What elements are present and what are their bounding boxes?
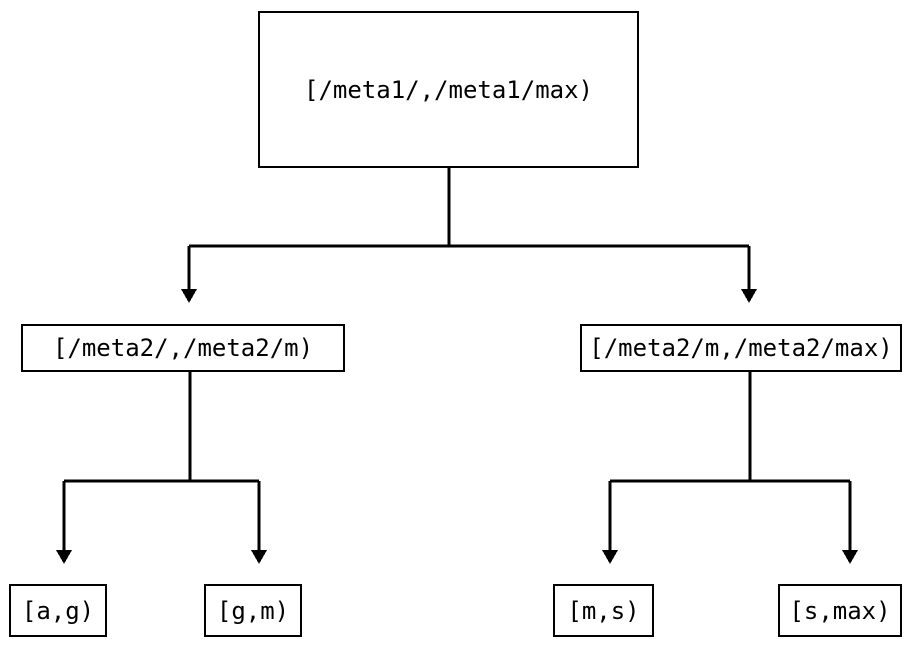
tree-node-leaf-a-g-label: [a,g) <box>21 596 95 625</box>
arrowhead-down-icon-mid-left <box>181 289 197 303</box>
arrowhead-down-icon-leaf-m-s <box>602 550 618 564</box>
arrowhead-down-icon-leaf-g-m <box>251 550 267 564</box>
tree-node-leaf-g-m-label: [g,m) <box>216 596 290 625</box>
tree-node-leaf-m-s[interactable]: [m,s) <box>553 584 654 637</box>
tree-node-mid-right-label: [/meta2/m,/meta2/max) <box>589 334 893 362</box>
tree-node-root[interactable]: [/meta1/,/meta1/max) <box>258 11 639 168</box>
tree-node-root-label: [/meta1/,/meta1/max) <box>304 75 593 104</box>
arrowhead-down-icon-mid-right <box>741 289 757 303</box>
tree-node-leaf-s-max[interactable]: [s,max) <box>778 584 902 637</box>
tree-node-mid-right[interactable]: [/meta2/m,/meta2/max) <box>580 324 902 372</box>
arrowhead-down-icon-leaf-a-g <box>56 550 72 564</box>
tree-node-leaf-a-g[interactable]: [a,g) <box>9 584 107 637</box>
tree-node-leaf-g-m[interactable]: [g,m) <box>204 584 302 637</box>
tree-node-leaf-m-s-label: [m,s) <box>567 596 640 625</box>
tree-node-leaf-s-max-label: [s,max) <box>789 596 891 625</box>
tree-node-mid-left[interactable]: [/meta2/,/meta2/m) <box>21 324 345 372</box>
arrowhead-down-icon-leaf-s-max <box>842 550 858 564</box>
tree-node-mid-left-label: [/meta2/,/meta2/m) <box>52 334 314 362</box>
